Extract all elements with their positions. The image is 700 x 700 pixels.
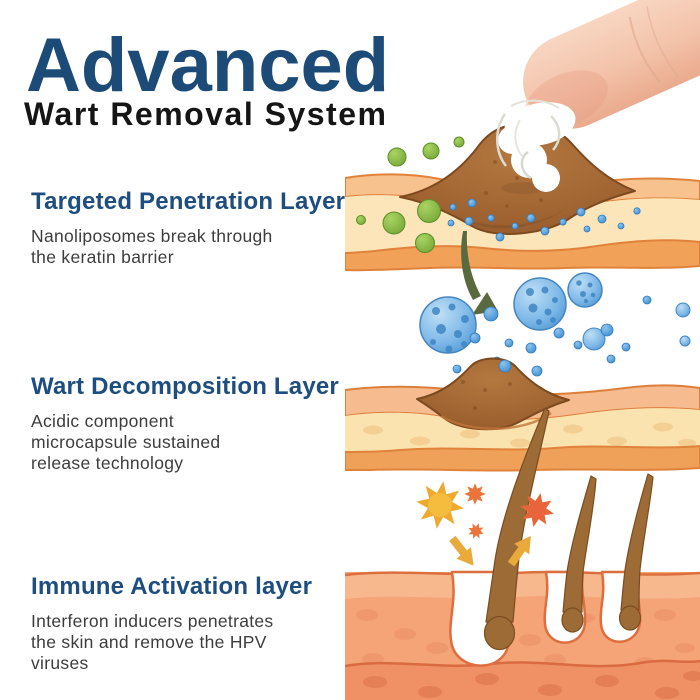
- illustration-column: [345, 0, 700, 700]
- yellow-arrow-icon: [445, 532, 481, 572]
- page-title: Advanced: [26, 23, 390, 108]
- section-title: Immune Activation layer: [31, 573, 313, 600]
- section-immune-activation: Immune Activation layer Interferon induc…: [31, 574, 351, 674]
- section-body: Acidic component microcapsule sustained …: [31, 411, 221, 474]
- immune-symbols: [412, 477, 558, 572]
- skin-cross-section-3: [345, 407, 700, 700]
- page-subtitle: Wart Removal System: [24, 96, 388, 132]
- hairs: [483, 407, 654, 651]
- virus-star-icon: [465, 520, 487, 542]
- dermis-spots: [363, 422, 696, 448]
- skin-cross-section-2: [345, 272, 700, 472]
- epidermis-band: [345, 571, 700, 599]
- subcutis-band: [345, 445, 700, 472]
- section-targeted-penetration: Targeted Penetration Layer Nanoliposomes…: [31, 189, 351, 268]
- section-title: Targeted Penetration Layer: [31, 188, 346, 215]
- white-cream-swirl: [496, 99, 576, 194]
- green-nanoliposome-particles: [356, 136, 465, 253]
- section-title: Wart Decomposition Layer: [31, 373, 339, 400]
- skin-cross-section-1: [345, 0, 700, 272]
- deep-dermis-band: [345, 660, 700, 700]
- virus-star-icon: [464, 483, 486, 505]
- microcapsule-spheres: [419, 272, 691, 354]
- section-body: Nanoliposomes break through the keratin …: [31, 226, 273, 268]
- blue-particles: [447, 198, 641, 242]
- deep-dermis-outline: [345, 659, 700, 668]
- sun-burst-icon: [412, 477, 468, 533]
- deep-dermis-spots: [363, 671, 700, 699]
- section-body: Interferon inducers penetrates the skin …: [31, 611, 274, 674]
- section-wart-decomposition: Wart Decomposition Layer Acidic componen…: [31, 374, 351, 474]
